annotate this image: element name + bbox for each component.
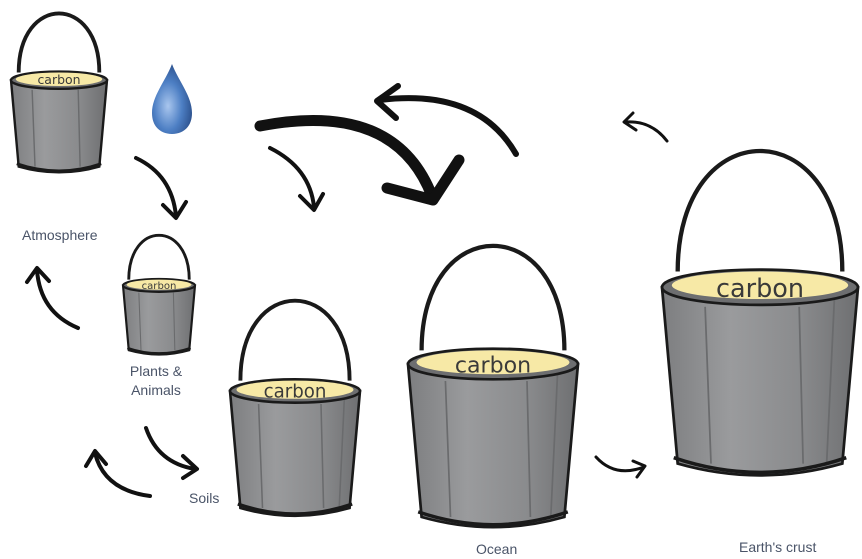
earths-crust-bucket: carbon [662,151,858,475]
arrow-crust-to-atmosphere [624,113,667,141]
arrow-plants-to-atmosphere [27,268,78,328]
arrow-plants-to-soils [146,428,197,478]
plants-carbon-label: carbon [142,281,177,292]
arrow-atmosphere-to-plants [136,158,186,218]
water-drop-icon [152,64,192,134]
soils-bucket: carbon [230,301,360,516]
ocean-label: Ocean [476,540,517,559]
arrow-soils-to-atmosphere [86,451,150,496]
arrow-ocean-to-crust [596,457,645,477]
plants-label-line1: Plants & [116,362,196,381]
arrow-atmosphere-to-ocean-small [270,148,323,210]
ocean-bucket: carbon [408,246,578,527]
earths-crust-label: Earth's crust [739,538,816,557]
plants-label-line2: Animals [116,381,196,400]
atmosphere-carbon-label: carbon [37,72,80,87]
atmosphere-bucket: carbon [11,13,107,172]
atmosphere-label: Atmosphere [22,226,97,245]
soils-label: Soils [189,489,219,508]
plants-animals-bucket: carbon [123,235,195,354]
plants-animals-label: Plants & Animals [116,362,196,400]
ocean-carbon-label: carbon [455,353,531,379]
crust-carbon-label: carbon [716,274,804,304]
soils-carbon-label: carbon [264,382,327,403]
